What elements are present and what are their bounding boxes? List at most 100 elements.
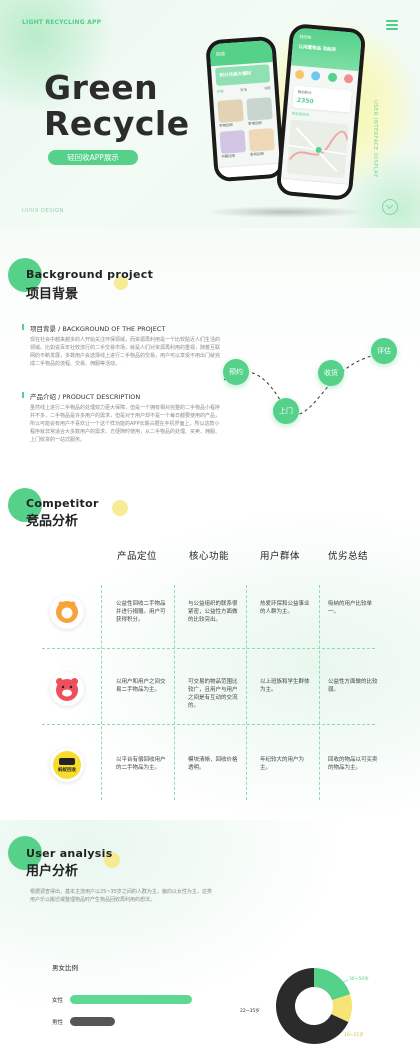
table-cell: 吸纳的用户比较单一。 (328, 601, 373, 615)
section-title-en: User analysis (26, 847, 113, 860)
section-circle (8, 258, 42, 292)
section-dot (104, 852, 120, 868)
competitor-logo: 蚂蚁回收 (50, 748, 84, 782)
tab-bar (279, 177, 349, 197)
section-circle (8, 836, 42, 870)
screen-header: 回收 (209, 40, 273, 67)
table-divider (319, 585, 320, 800)
table-divider (101, 585, 102, 800)
item-card[interactable] (246, 97, 273, 121)
app-tag: LIGHT RECYCLING APP (22, 19, 102, 26)
category-icon[interactable] (294, 69, 305, 80)
item-card[interactable] (217, 99, 244, 123)
sub-heading: 产品介绍 / PRODUCT DESCRIPTION (30, 393, 141, 401)
section-dot (114, 276, 128, 290)
tab-bar (217, 162, 281, 178)
item-label: 衣物回收 (218, 122, 234, 128)
process-step: 收货 (318, 360, 344, 386)
age-label: 36~50岁 (349, 977, 369, 982)
section-dot (112, 500, 128, 516)
age-slice-36-50 (314, 968, 351, 1001)
map-view[interactable] (286, 119, 350, 179)
screen-header: 轻回收 让闲置物品 动起来 (290, 27, 363, 72)
female-bar (70, 995, 193, 1004)
table-divider (246, 585, 247, 800)
competitor-logo (50, 595, 84, 629)
points-title: 我的积分 (297, 89, 312, 96)
age-slice-16-21 (331, 994, 352, 1023)
table-cell: 热爱环保和公益事业的人群为主。 (260, 601, 310, 615)
screen-tab[interactable]: 衣物 (216, 89, 224, 94)
map-routes (288, 127, 349, 173)
process-step: 预约 (223, 359, 249, 385)
age-label: 22~35岁 (240, 1009, 260, 1014)
section-title-cn: 竞品分析 (26, 514, 79, 529)
item-card[interactable] (248, 128, 275, 152)
table-cell: 年纪较大的用户为主。 (260, 757, 305, 771)
ui-design-label: UI/UX DESIGN (22, 208, 64, 214)
sub-bar (22, 324, 24, 330)
table-cell: 以上班族和学生群体为主。 (260, 679, 310, 693)
sub-bar (22, 392, 24, 398)
background-section (0, 228, 420, 478)
table-header: 优劣总结 (328, 551, 369, 562)
screen-title: 回收 (216, 52, 226, 58)
scroll-down-icon[interactable] (382, 199, 398, 215)
table-cell: 以平台有偿回收用户的二手物品为主。 (116, 757, 166, 771)
category-icon[interactable] (343, 73, 354, 84)
category-icon[interactable] (327, 72, 338, 83)
hero-title-line1: Green (44, 68, 159, 107)
male-bar (70, 1017, 116, 1026)
female-label: 女性 (52, 998, 64, 1004)
table-cell: 以用户和用户之间交易二手物品为主。 (116, 679, 166, 693)
section-title-en: Competitor (26, 497, 99, 510)
sub-heading: 项目背景 / BACKGROUND OF THE PROJECT (30, 325, 166, 333)
item-label: 家电回收 (247, 120, 263, 126)
phone-shadow (205, 206, 365, 218)
table-header: 产品定位 (117, 551, 158, 562)
banner-text: 让闲置物品 动起来 (298, 44, 337, 54)
phone-screen: 回收 积分兑换大福利 衣物 家电 书籍 衣物回收 家电回收 书籍回收 家具回收 (209, 40, 281, 178)
table-cell: 模块清晰，回收价格透明。 (188, 757, 238, 771)
table-header: 用户群体 (260, 551, 301, 562)
table-header: 核心功能 (189, 551, 230, 562)
screen-banner: 积分兑换大福利 (215, 64, 271, 86)
category-icon[interactable] (311, 71, 321, 81)
competitor-logo (50, 672, 84, 706)
table-cell: 公益性回收二手物品并进行捐赠。用户可获得积分。 (116, 601, 166, 623)
age-donut-chart (276, 968, 352, 1044)
section-circle (8, 488, 42, 522)
table-cell: 可交易的物品范围比较广，且用户与用户之间是有互动的交流的。 (188, 679, 238, 709)
points-card[interactable]: 我的积分 2350 (292, 85, 352, 113)
age-slice-22-35 (276, 968, 349, 1044)
screen-tab[interactable]: 家电 (240, 87, 248, 93)
age-label: 16~21岁 (344, 1033, 364, 1038)
section-title-en: Background project (26, 268, 154, 281)
item-card[interactable] (219, 130, 247, 154)
points-value: 2350 (296, 96, 314, 106)
table-divider (174, 585, 175, 800)
section-title-cn: 项目背景 (26, 287, 79, 302)
paragraph: 现在社会中越来越多的人开始关注环保领域，而资源再利用是一个比较贴近人们生活的领域… (30, 337, 221, 367)
phone-screen: 轻回收 让闲置物品 动起来 我的积分 2350 附近回收点 (279, 27, 363, 197)
screen-tab[interactable]: 书籍 (263, 86, 271, 91)
vertical-caption: USER INTERFACE DISPLAY (372, 100, 378, 178)
menu-icon[interactable] (386, 20, 398, 30)
item-label: 家具回收 (250, 151, 265, 157)
hero-section: LIGHT RECYCLING APP Green Recycle 轻回收APP… (0, 0, 420, 228)
section-title-cn: 用户分析 (26, 864, 79, 879)
leader-line (339, 979, 349, 985)
table-divider (42, 724, 375, 725)
hero-title-line2: Recycle (44, 104, 190, 143)
hero-pill: 轻回收APP展示 (48, 150, 138, 165)
map-label: 附近回收点 (291, 111, 310, 117)
banner-text: 积分兑换大福利 (219, 71, 252, 79)
phone-mockup-right: 轻回收 让闲置物品 动起来 我的积分 2350 附近回收点 (275, 23, 367, 201)
screen-tabs: 衣物 家电 书籍 (217, 86, 271, 98)
yellow-recycle-logo (53, 751, 81, 779)
gender-title: 男女比例 (52, 964, 78, 972)
phone-mockup-left: 回收 积分兑换大福利 衣物 家电 书籍 衣物回收 家电回收 书籍回收 家具回收 (205, 35, 285, 183)
orange-ring-logo (56, 601, 78, 623)
table-cell: 回收的物品以可买卖的物品为主。 (328, 757, 378, 771)
paragraph: 虽然线上进行二手物品的处理效力更大保障，但是一个拥有相对完整的二手物品小程序并不… (30, 405, 221, 443)
